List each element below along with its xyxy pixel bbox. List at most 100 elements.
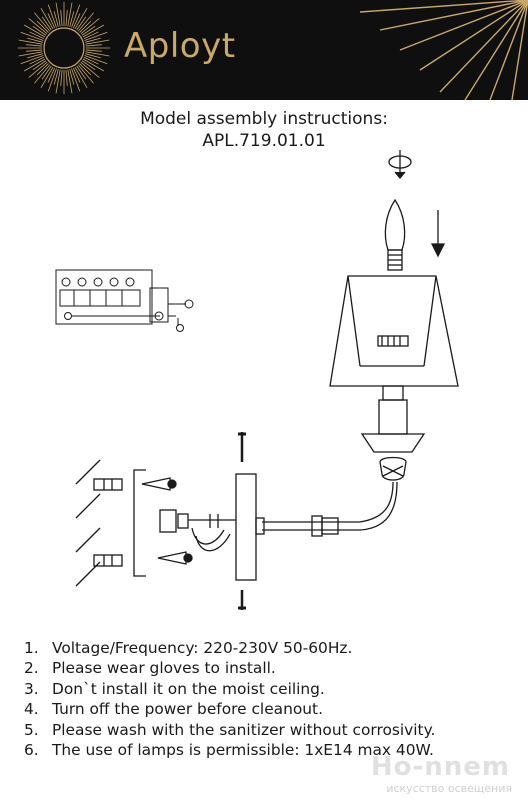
sunburst-ray xyxy=(74,7,88,30)
sunburst-ray xyxy=(82,58,105,72)
sunburst-ray xyxy=(60,10,63,27)
sunburst-ray xyxy=(85,44,102,47)
sunburst-ray xyxy=(55,2,61,27)
sunburst-ray xyxy=(65,10,68,27)
assembly-diagram xyxy=(55,150,459,610)
sunburst-ray xyxy=(40,66,54,89)
sunburst-ray xyxy=(18,39,43,45)
sunburst-ray xyxy=(71,68,81,92)
step-number: 5. xyxy=(24,720,39,739)
sunburst-ray xyxy=(76,16,87,31)
step-number: 3. xyxy=(24,679,39,698)
sunburst-ray xyxy=(29,31,45,40)
instruction-step: 4. Turn off the power before cleanout. xyxy=(24,699,524,719)
sunburst-ray xyxy=(77,64,94,84)
sunburst-ray xyxy=(26,49,43,52)
candle-bulb-icon xyxy=(384,198,406,271)
sunburst-ray xyxy=(85,37,101,43)
step-number: 4. xyxy=(24,700,39,719)
watermark-sub: искусство освещения xyxy=(386,782,512,795)
sunburst-ray xyxy=(74,66,88,89)
sunburst-ray xyxy=(72,13,81,29)
wire-connector xyxy=(159,509,236,552)
sunburst-ray xyxy=(47,4,57,28)
sunburst-ray xyxy=(79,63,92,76)
watermark: Ho-nnem искусство освещения xyxy=(322,752,522,798)
sunburst-ray xyxy=(28,61,48,78)
sunburst-ray xyxy=(69,69,75,85)
sunburst-ray xyxy=(27,37,43,43)
terminal-block-diagram xyxy=(55,269,194,332)
sunburst-ray xyxy=(85,53,101,59)
sunburst-ray xyxy=(28,18,48,35)
sunburst-ray xyxy=(81,25,96,36)
sunburst-ray xyxy=(36,20,49,33)
sunburst-ray xyxy=(23,58,46,72)
wall-plug-bottom xyxy=(93,554,123,567)
plate-screw-top xyxy=(238,432,246,462)
sunburst-ray xyxy=(65,69,68,86)
sunburst-ray xyxy=(76,65,87,80)
sunburst-ray xyxy=(83,31,99,40)
down-arrow-icon xyxy=(430,210,446,258)
sunburst-ray xyxy=(84,55,108,65)
sunburst-ray xyxy=(47,13,56,29)
sunburst-ray xyxy=(32,25,47,36)
sunburst-ray xyxy=(32,60,47,71)
sunburst-ray xyxy=(67,2,73,27)
wall-hatching xyxy=(75,459,101,587)
step-text: Please wash with the sanitizer without c… xyxy=(52,720,436,739)
sunburst-ray xyxy=(69,11,75,27)
wall-plate xyxy=(235,473,257,581)
instruction-step: 1. Voltage/Frequency: 220-230V 50-60Hz. xyxy=(24,638,524,658)
step-text: The use of lamps is permissible: 1xE14 m… xyxy=(52,741,434,760)
step-text: Don`t install it on the moist ceiling. xyxy=(52,679,325,698)
sunburst-ray xyxy=(85,39,110,45)
instruction-list: 1. Voltage/Frequency: 220-230V 50-60Hz. … xyxy=(24,638,524,760)
sunburst-ray xyxy=(47,67,56,83)
sunburst-ray xyxy=(26,44,43,47)
header-graphics xyxy=(18,0,528,100)
sunburst-ray xyxy=(71,4,81,28)
step-number: 6. xyxy=(24,741,39,760)
sunburst-ray xyxy=(34,64,51,84)
lamp-arm xyxy=(255,481,398,537)
instruction-step: 6. The use of lamps is permissible: 1xE1… xyxy=(24,740,524,760)
sunburst-ray xyxy=(20,31,44,41)
sunburst-ray xyxy=(83,56,99,65)
sunburst-ray xyxy=(60,69,63,86)
sunburst-ray xyxy=(53,11,59,27)
sunburst-ray xyxy=(40,7,54,30)
sunburst-ray xyxy=(47,68,57,92)
step-text: Please wear gloves to install. xyxy=(52,659,276,678)
sunburst-ray xyxy=(20,55,44,65)
instruction-step: 5. Please wash with the sanitizer withou… xyxy=(24,720,524,740)
sunburst-ray xyxy=(85,49,102,52)
step-text: Voltage/Frequency: 220-230V 50-60Hz. xyxy=(52,639,353,657)
wall-plug-top xyxy=(93,478,123,491)
header-banner: Aployt xyxy=(0,0,528,100)
plate-screw-bottom xyxy=(238,590,246,610)
lamp-shade xyxy=(329,275,459,387)
sunburst-ray xyxy=(23,24,46,38)
sunburst-ray xyxy=(41,16,52,31)
step-number: 1. xyxy=(24,639,39,657)
instruction-step: 3. Don`t install it on the moist ceiling… xyxy=(24,679,524,699)
document-title: Model assembly instructions: xyxy=(140,109,388,129)
sunburst-ray xyxy=(84,31,108,41)
mounting-bracket xyxy=(133,469,146,577)
corner-rays-decoration xyxy=(359,0,528,100)
instruction-step: 2. Please wear gloves to install. xyxy=(24,658,524,678)
sunburst-ray xyxy=(34,12,51,32)
sunburst-logo-icon xyxy=(18,2,110,94)
step-text: Turn off the power before cleanout. xyxy=(52,700,323,719)
sunburst-ray xyxy=(80,61,100,78)
sunburst-ray xyxy=(29,56,45,65)
sunburst-ray xyxy=(80,18,100,35)
sunburst-ray xyxy=(85,51,110,57)
step-number: 2. xyxy=(24,659,39,678)
wood-screw-bottom xyxy=(157,551,193,565)
sunburst-ray xyxy=(18,51,43,57)
sunburst-ray xyxy=(41,65,52,80)
sunburst-ray xyxy=(27,53,43,59)
